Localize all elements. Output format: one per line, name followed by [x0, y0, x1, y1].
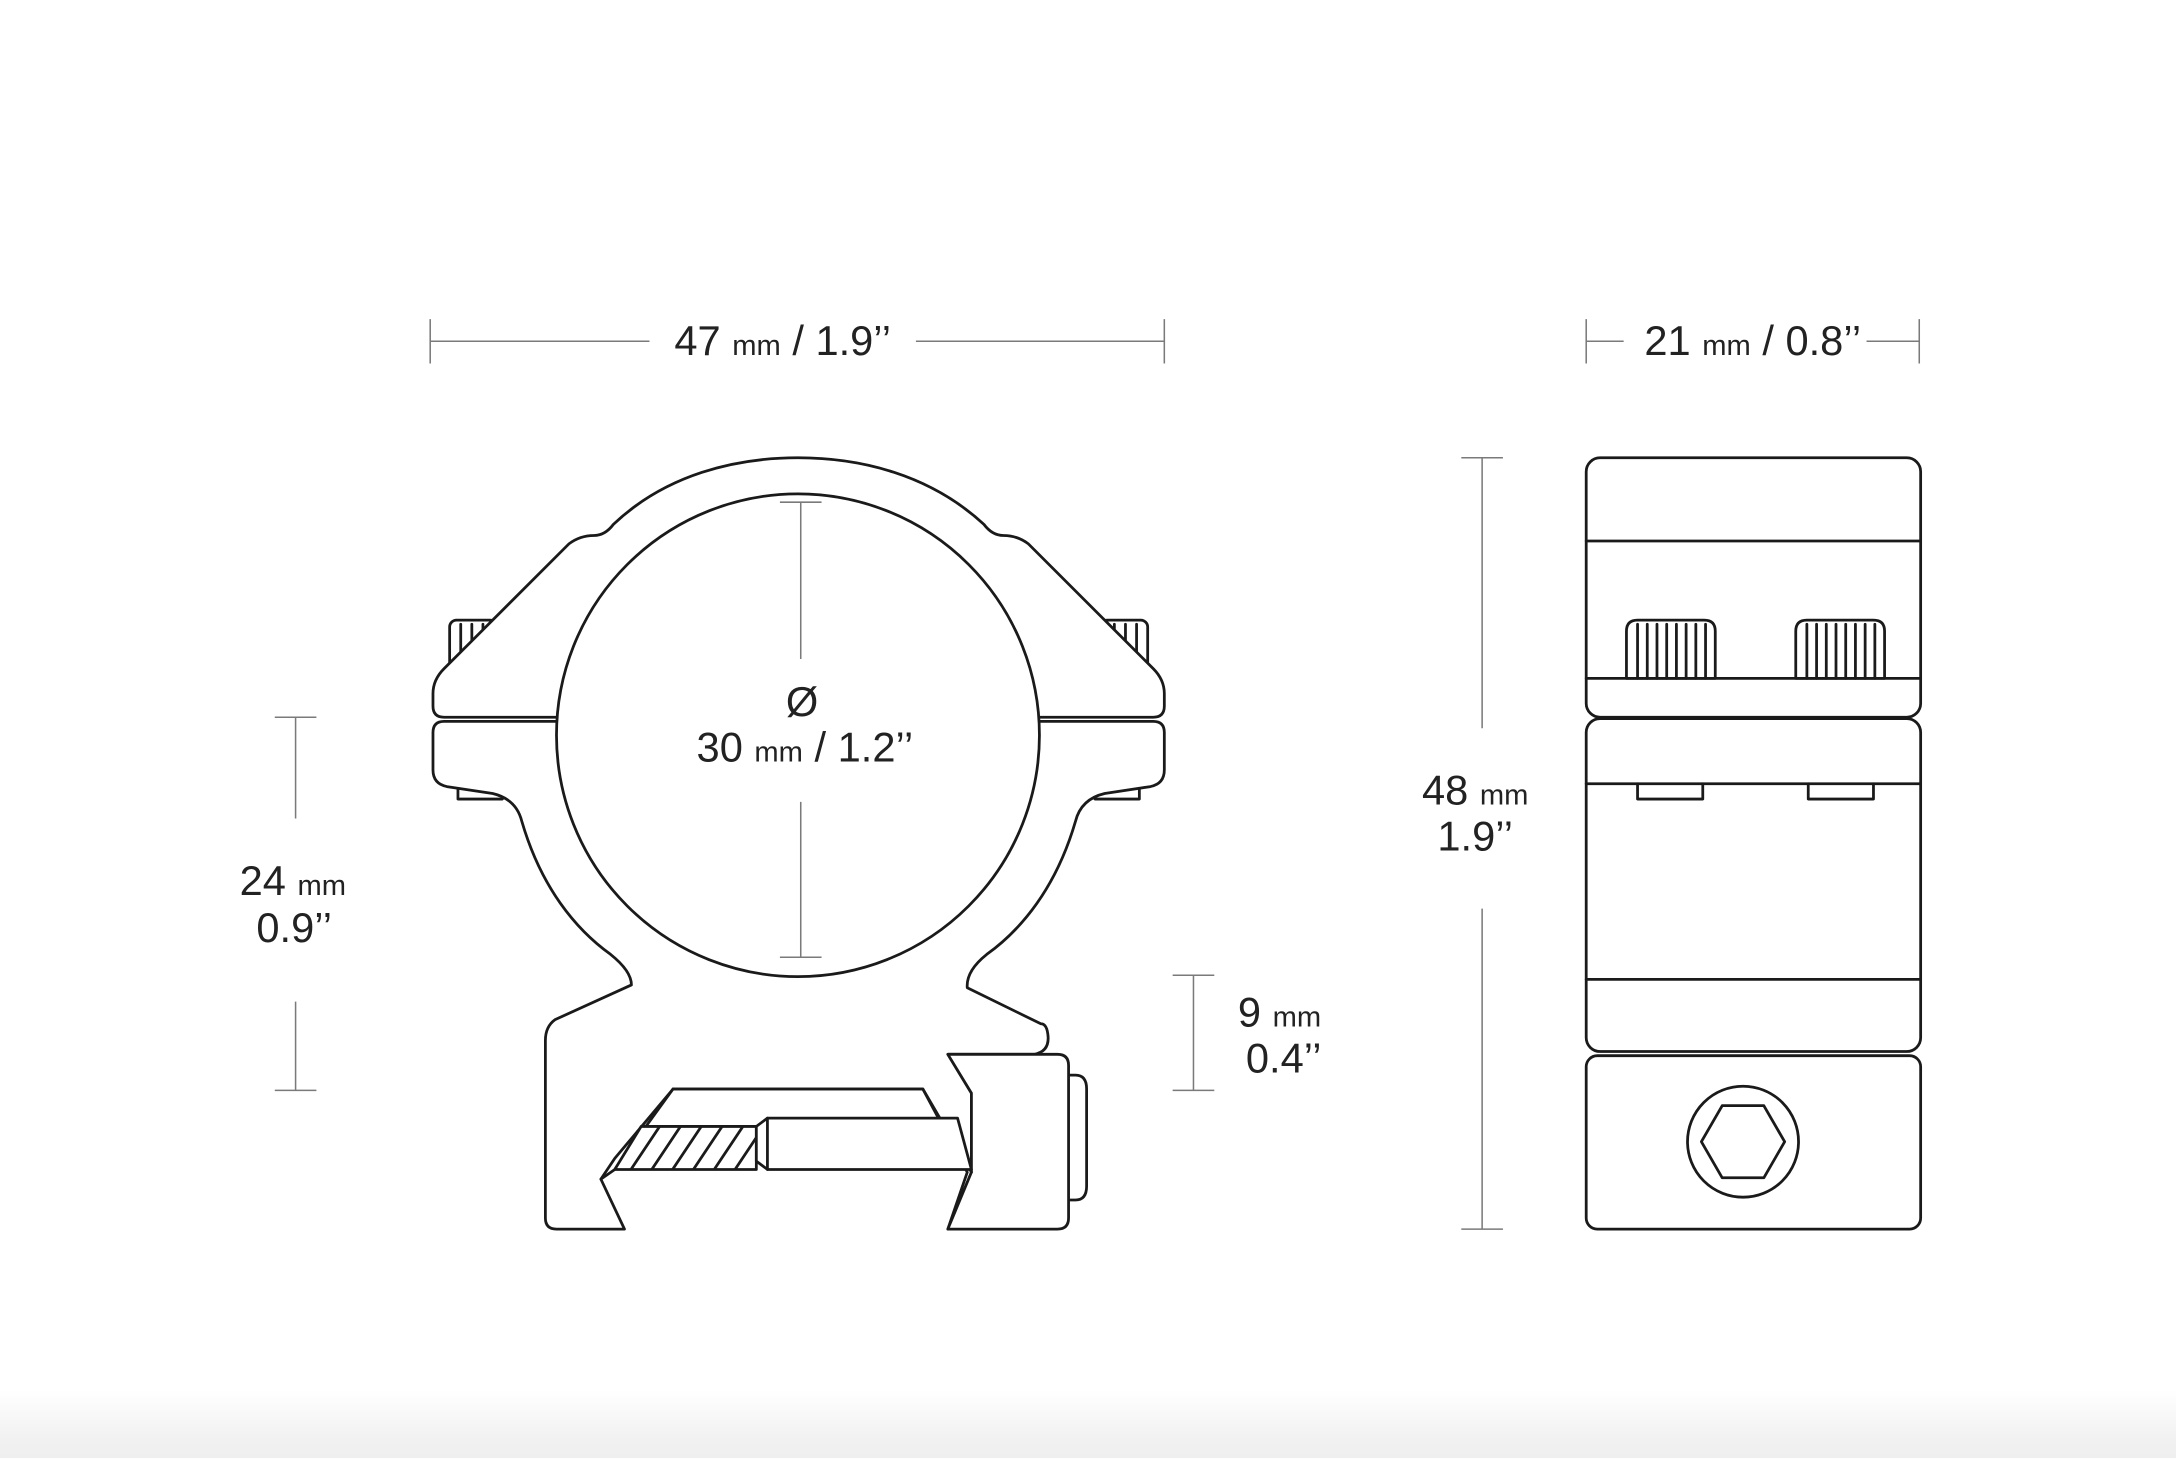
front-view: 47 mm / 1.9’’ Ø 30 mm / 1.2’’ 24 mm 0.9’… [240, 317, 1322, 1231]
base-height-dimension: 9 mm 0.4’’ [1172, 974, 1322, 1092]
scope-tube-bore [555, 492, 1041, 979]
svg-text:24 mm: 24 mm [240, 857, 346, 904]
hex-bolt-head [1686, 1084, 1800, 1199]
clamp-block [946, 1052, 1070, 1231]
width-dimension: 47 mm / 1.9’’ [429, 317, 1166, 364]
svg-text:30 mm / 1.2’’: 30 mm / 1.2’’ [697, 724, 914, 771]
side-view: 21 mm / 0.8’’ 48 mm 1.9’’ [1422, 317, 1923, 1231]
svg-text:48 mm: 48 mm [1422, 767, 1528, 814]
threaded-bolt [613, 1116, 973, 1171]
svg-text:Ø: Ø [786, 678, 818, 725]
svg-text:47 mm / 1.9’’: 47 mm / 1.9’’ [674, 317, 891, 364]
svg-text:21 mm / 0.8’’: 21 mm / 0.8’’ [1644, 317, 1861, 364]
svg-text:0.9’’: 0.9’’ [256, 904, 332, 951]
screw-knob-icon [1625, 618, 1886, 680]
side-width-dimension: 21 mm / 0.8’’ [1585, 317, 1921, 364]
cross-bolt-knob [1064, 1073, 1088, 1202]
side-body [1584, 717, 1923, 1053]
svg-text:1.9’’: 1.9’’ [1437, 812, 1513, 859]
height-dimension: 24 mm 0.9’’ [240, 716, 346, 1092]
diameter-dimension: Ø 30 mm / 1.2’’ [697, 501, 914, 958]
svg-text:0.4’’: 0.4’’ [1246, 1034, 1322, 1081]
svg-text:9 mm: 9 mm [1238, 989, 1321, 1036]
hex-socket-icon [1700, 1104, 1787, 1180]
side-height-dimension: 48 mm 1.9’’ [1422, 457, 1528, 1230]
